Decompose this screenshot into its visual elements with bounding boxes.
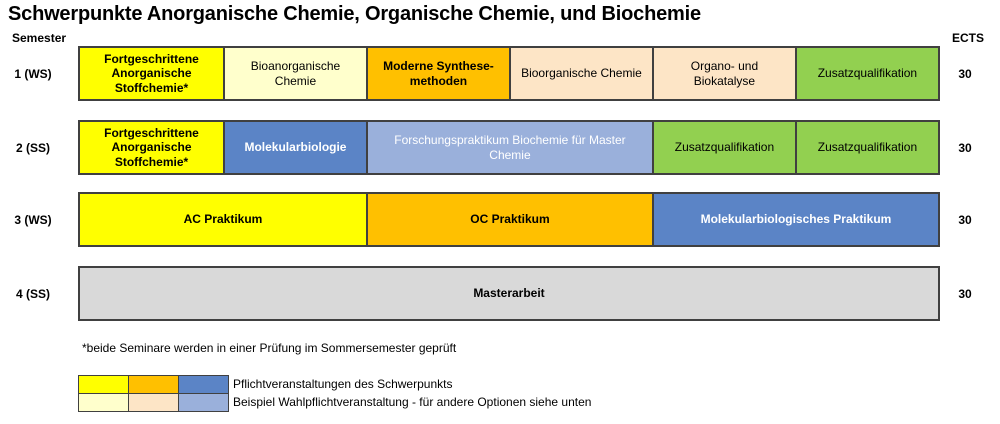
legend-swatch-yellow: [78, 375, 129, 394]
module-cell: Molekularbiologisches Praktikum: [651, 194, 938, 245]
semester-row-label: 1 (WS): [14, 66, 52, 81]
module-cell: Molekularbiologie: [222, 122, 366, 173]
ects-value: 30: [958, 66, 972, 81]
ects-value: 30: [958, 212, 972, 227]
legend-label: Pflichtveranstaltungen des Schwerpunkts: [233, 377, 453, 391]
module-cell: Zusatzqualifikation: [651, 122, 795, 173]
module-cell: Bioanorganische Chemie: [222, 48, 366, 99]
module-cell: Forschungspraktikum Biochemie für Master…: [365, 122, 652, 173]
legend-swatch-orange: [128, 375, 179, 394]
ects-value: 30: [958, 140, 972, 155]
module-cell: Masterarbeit: [80, 268, 938, 319]
legend-swatch-light_yellow: [78, 393, 129, 412]
semester-column-header: Semester: [12, 31, 67, 45]
legend-swatch-blue: [178, 375, 229, 394]
ects-value: 30: [958, 286, 972, 301]
module-cell: Zusatzqualifikation: [794, 122, 938, 173]
module-cell: AC Praktikum: [80, 194, 366, 245]
module-cell: Organo- und Biokatalyse: [651, 48, 795, 99]
module-cell: Fortgeschrittene Anorganische Stoffchemi…: [80, 122, 223, 173]
module-cell: Moderne Synthese-methoden: [365, 48, 509, 99]
page-title: Schwerpunkte Anorganische Chemie, Organi…: [8, 3, 701, 25]
module-cell: Fortgeschrittene Anorganische Stoffchemi…: [80, 48, 223, 99]
module-cell: Bioorganische Chemie: [508, 48, 652, 99]
footnote: *beide Seminare werden in einer Prüfung …: [82, 341, 457, 355]
semester-row-label: 2 (SS): [15, 140, 50, 155]
semester-row-label: 3 (WS): [14, 212, 52, 227]
semester-row-label: 4 (SS): [15, 286, 50, 301]
semester-row: Fortgeschrittene Anorganische Stoffchemi…: [78, 46, 940, 101]
semester-row: Masterarbeit: [78, 266, 940, 321]
legend-swatch-peach: [128, 393, 179, 412]
module-cell: Zusatzqualifikation: [794, 48, 938, 99]
ects-column-header: ECTS: [952, 31, 985, 45]
legend-row: Beispiel Wahlpflichtveranstaltung - für …: [78, 393, 591, 412]
semester-row: Fortgeschrittene Anorganische Stoffchemi…: [78, 120, 940, 175]
legend-row: Pflichtveranstaltungen des Schwerpunkts: [78, 375, 591, 394]
legend-swatch-light_blue: [178, 393, 229, 412]
legend-label: Beispiel Wahlpflichtveranstaltung - für …: [233, 395, 592, 409]
module-cell: OC Praktikum: [365, 194, 652, 245]
